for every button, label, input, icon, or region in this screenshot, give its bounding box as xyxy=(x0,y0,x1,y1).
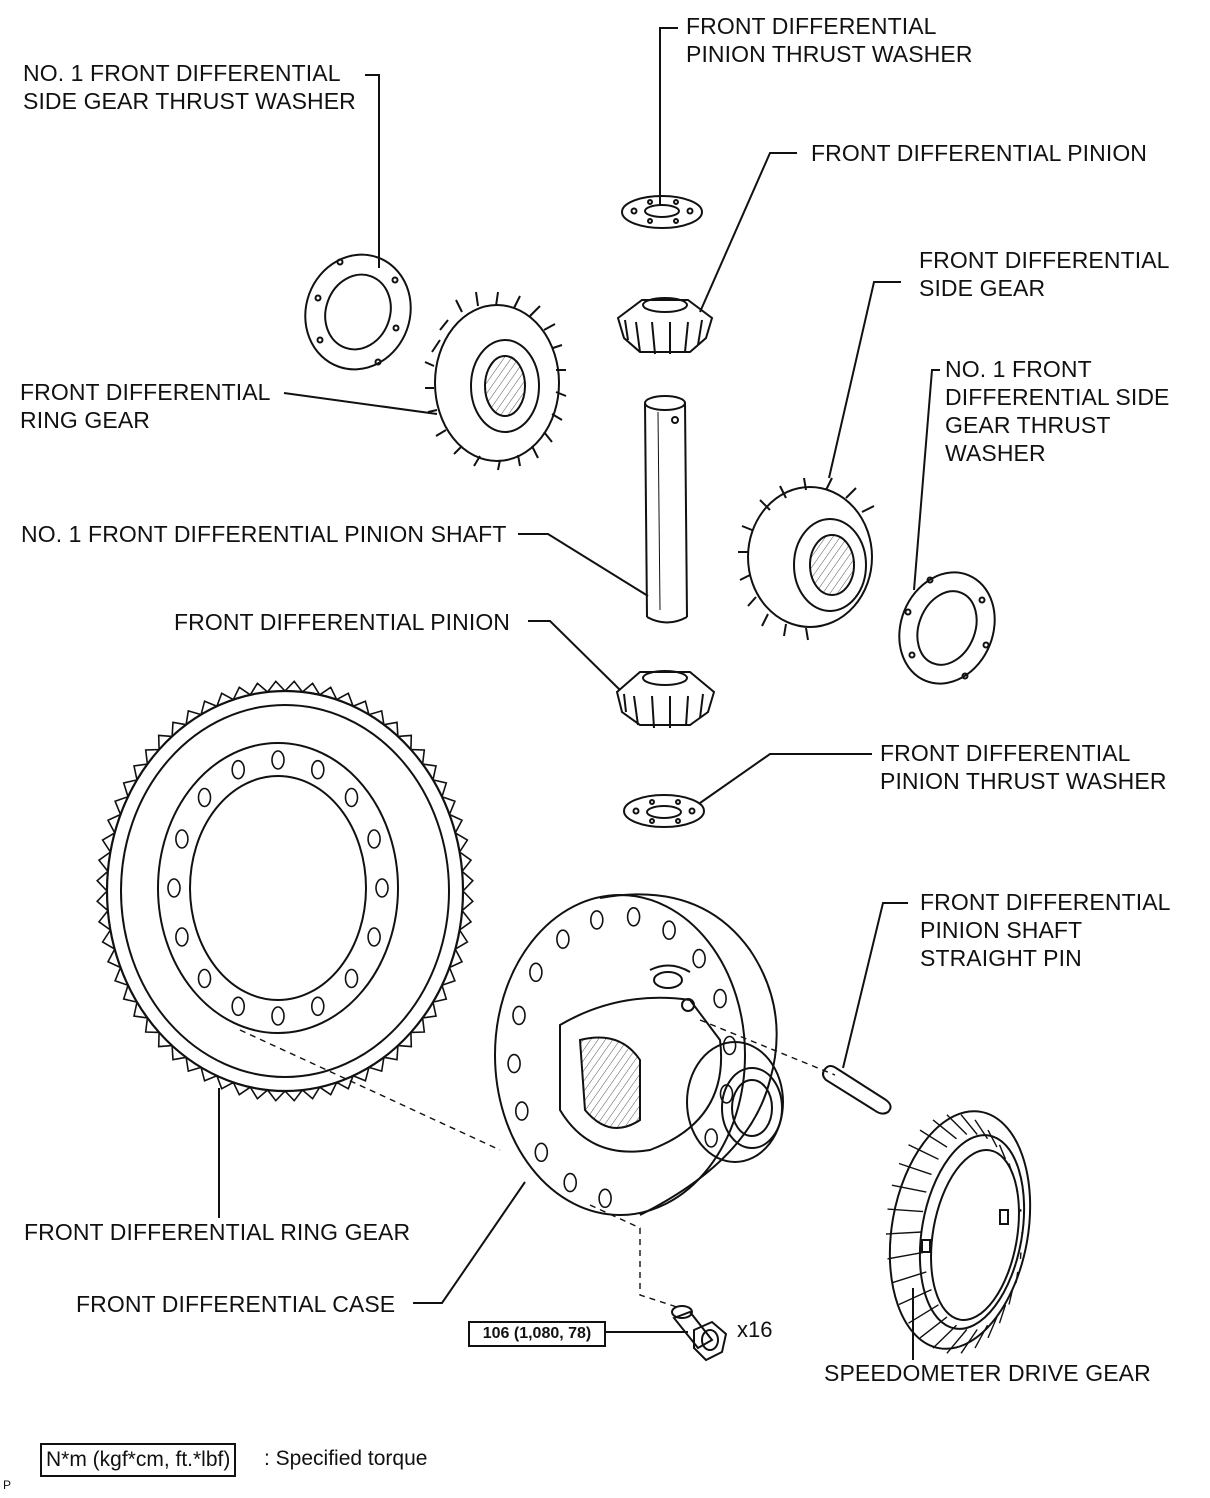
label-text: FRONT DIFFERENTIAL PINION THRUST WASHER xyxy=(686,13,973,67)
differential-case xyxy=(494,893,784,1216)
label-ring-gear: FRONT DIFFERENTIAL RING GEAR xyxy=(24,1218,410,1246)
ring-gear-bolt-hole xyxy=(231,996,245,1017)
side-gear-thrust-washer-left xyxy=(304,253,412,371)
label-text: FRONT DIFFERENTIAL PINION SHAFT STRAIGHT… xyxy=(920,889,1171,971)
bolt-quantity: x16 xyxy=(737,1317,773,1342)
assembly-lines xyxy=(239,1019,836,1309)
ring-gear-teeth xyxy=(96,680,474,1102)
ring-gear xyxy=(96,680,474,1102)
label-text: NO. 1 FRONT DIFFERENTIAL SIDE GEAR THRUS… xyxy=(945,356,1170,466)
ring-gear-bolt-hole xyxy=(175,927,189,947)
case-bolt-hole xyxy=(704,1128,719,1148)
ring-gear-bolt-hole xyxy=(167,878,181,898)
pinion-shaft xyxy=(644,395,688,624)
side-gear-right xyxy=(738,477,875,641)
case-bolt-hole xyxy=(507,1053,521,1074)
label-text: FRONT DIFFERENTIAL PINION xyxy=(174,609,511,635)
case-bolt-hole xyxy=(713,988,727,1009)
label-side-gear-left: FRONT DIFFERENTIAL RING GEAR xyxy=(20,378,271,434)
label-straight-pin: FRONT DIFFERENTIAL PINION SHAFT STRAIGHT… xyxy=(920,888,1171,972)
ring-gear-bolt-hole xyxy=(344,787,359,808)
label-pinion-bottom: FRONT DIFFERENTIAL PINION xyxy=(174,608,510,636)
case-bolt xyxy=(671,1305,728,1362)
label-text: FRONT DIFFERENTIAL PINION xyxy=(811,140,1148,166)
case-bolt-hole xyxy=(626,906,641,927)
label-side-gear-thrust-washer-left: NO. 1 FRONT DIFFERENTIAL SIDE GEAR THRUS… xyxy=(23,59,356,115)
ring-gear-bolt-hole xyxy=(175,829,189,849)
case-bolt-hole xyxy=(719,1084,734,1104)
side-gear-left xyxy=(424,291,567,471)
ring-gear-bolt-hole xyxy=(367,927,381,947)
label-pinion-thrust-washer-top: FRONT DIFFERENTIAL PINION THRUST WASHER xyxy=(686,12,973,68)
ring-gear-bolt-hole xyxy=(310,996,325,1017)
side-gear-thrust-washer-right xyxy=(898,571,996,685)
ring-gear-bolt-hole xyxy=(367,829,381,849)
ring-gear-bolt-hole xyxy=(197,968,212,989)
ring-gear-bolt-hole xyxy=(310,759,325,780)
label-text: FRONT DIFFERENTIAL PINION THRUST WASHER xyxy=(880,740,1167,794)
leader-lines xyxy=(218,27,940,1360)
label-side-gear-thrust-washer-right: NO. 1 FRONT DIFFERENTIAL SIDE GEAR THRUS… xyxy=(945,355,1170,467)
label-speedometer-gear: SPEEDOMETER DRIVE GEAR xyxy=(824,1359,1151,1387)
label-text: SPEEDOMETER DRIVE GEAR xyxy=(824,1360,1151,1386)
label-text: FRONT DIFFERENTIAL SIDE GEAR xyxy=(919,247,1170,301)
legend-description: : Specified torque xyxy=(264,1447,428,1470)
pinion-gear-top xyxy=(616,297,714,355)
label-text: NO. 1 FRONT DIFFERENTIAL SIDE GEAR THRUS… xyxy=(23,60,356,114)
case-bolt-hole xyxy=(589,910,604,930)
legend-torque-unit: N*m (kgf*cm, ft.*lbf) xyxy=(40,1443,237,1477)
label-side-gear-right: FRONT DIFFERENTIAL SIDE GEAR xyxy=(919,246,1170,302)
ring-gear-bolt-hole xyxy=(197,787,212,808)
case-bolt-hole xyxy=(556,929,570,950)
label-case: FRONT DIFFERENTIAL CASE xyxy=(76,1290,395,1318)
label-text: FRONT DIFFERENTIAL CASE xyxy=(76,1291,396,1317)
label-pinion-top: FRONT DIFFERENTIAL PINION xyxy=(811,139,1147,167)
pinion-gear-bottom xyxy=(615,670,716,729)
ring-gear-bolt-hole xyxy=(231,759,245,780)
case-bolt-hole xyxy=(722,1035,737,1056)
figure-code: P xyxy=(3,1478,12,1492)
ring-gear-bolt-hole xyxy=(271,1006,285,1026)
case-bolt-hole xyxy=(514,1101,529,1121)
label-pinion-thrust-washer-bottom: FRONT DIFFERENTIAL PINION THRUST WASHER xyxy=(880,739,1167,795)
speedometer-gear-teeth xyxy=(885,1114,1023,1354)
ring-gear-bolt-hole xyxy=(344,968,359,989)
straight-pin xyxy=(822,1065,892,1115)
label-text: NO. 1 FRONT DIFFERENTIAL PINION SHAFT xyxy=(21,521,507,547)
torque-spec-box: 106 (1,080, 78) xyxy=(468,1321,606,1347)
pinion-thrust-washer-bottom xyxy=(623,794,705,828)
case-bolt-hole xyxy=(692,948,706,969)
case-bolt-hole xyxy=(563,1172,578,1193)
label-text: FRONT DIFFERENTIAL RING GEAR xyxy=(20,379,271,433)
pinion-thrust-washer-top xyxy=(621,195,703,229)
case-bolt-hole xyxy=(529,962,543,983)
ring-gear-bolt-hole xyxy=(375,878,389,898)
case-bolt-hole xyxy=(598,1188,612,1209)
ring-gear-bolt-hole xyxy=(271,750,285,770)
label-pinion-shaft: NO. 1 FRONT DIFFERENTIAL PINION SHAFT xyxy=(21,520,506,548)
speedometer-drive-gear xyxy=(885,1110,1032,1354)
case-bolt-hole xyxy=(512,1005,526,1026)
case-bolt-hole xyxy=(534,1142,549,1163)
case-bolt-hole xyxy=(662,920,676,941)
label-text: FRONT DIFFERENTIAL RING GEAR xyxy=(24,1219,411,1245)
